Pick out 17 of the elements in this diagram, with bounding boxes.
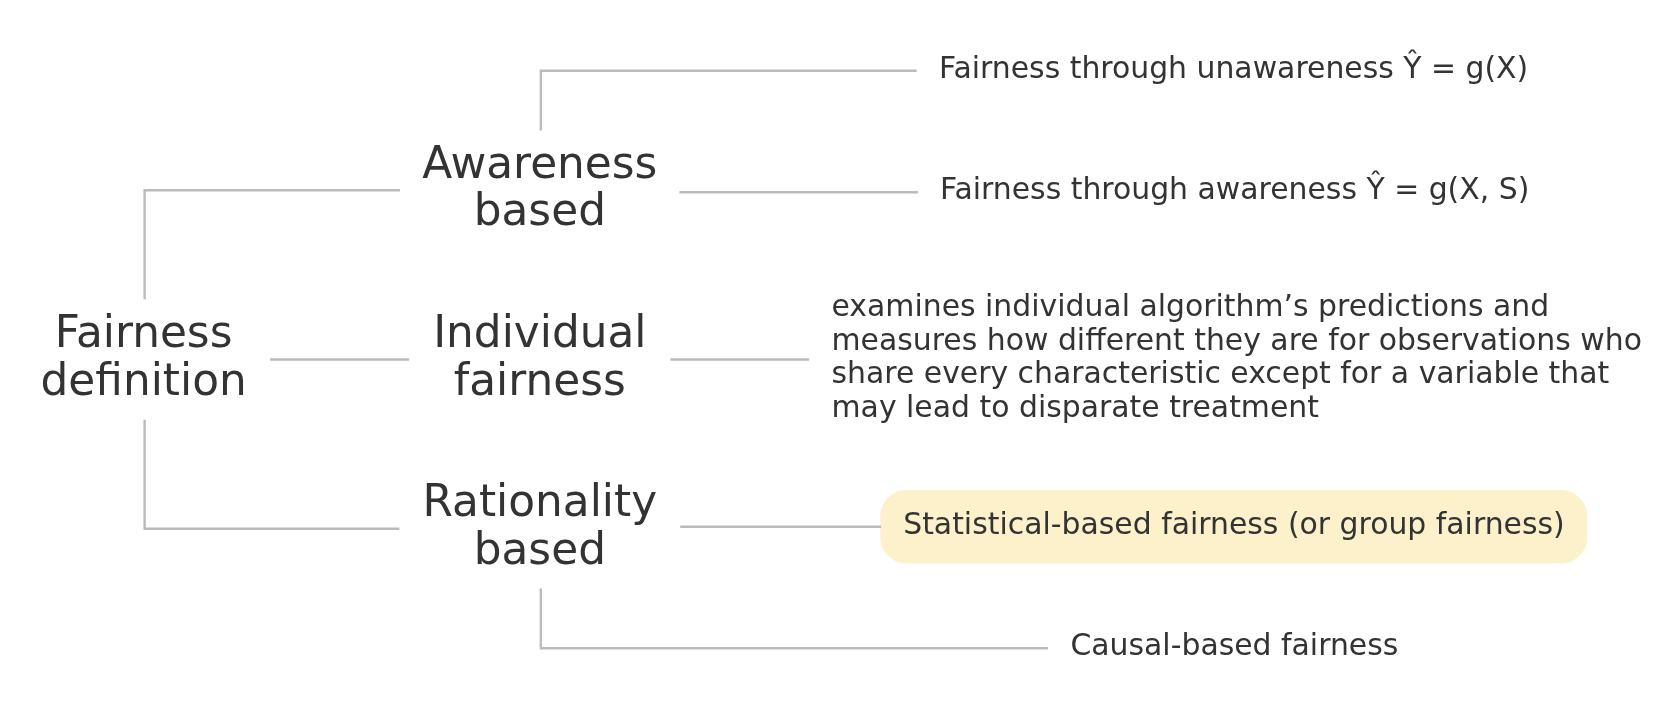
node-text: Fairness through awareness Ŷ = g(X, S) <box>940 170 1530 206</box>
connector <box>679 190 918 193</box>
connector <box>670 357 810 361</box>
connector <box>539 69 917 131</box>
node-box: Statistical-based fairness (or group fairness) <box>880 489 1588 564</box>
node-text: examines individual algorithm’s predictions and measures how different they are for observations who share every characteristic except for a variable that may lead to disparate treatment <box>831 287 1642 424</box>
connector <box>539 587 1049 649</box>
node-text: Fairness through unawareness Ŷ = g(X) <box>939 49 1529 85</box>
node-text: Awareness based <box>422 136 658 235</box>
connector <box>270 357 410 361</box>
connector <box>680 525 882 528</box>
node-text: Rationality based <box>422 474 658 574</box>
node-text: Fairness definition <box>40 305 247 405</box>
connector <box>143 188 400 299</box>
connector <box>143 419 400 530</box>
node-text: Causal-based fairness <box>1070 626 1399 662</box>
node-text: Individual fairness <box>433 305 647 405</box>
